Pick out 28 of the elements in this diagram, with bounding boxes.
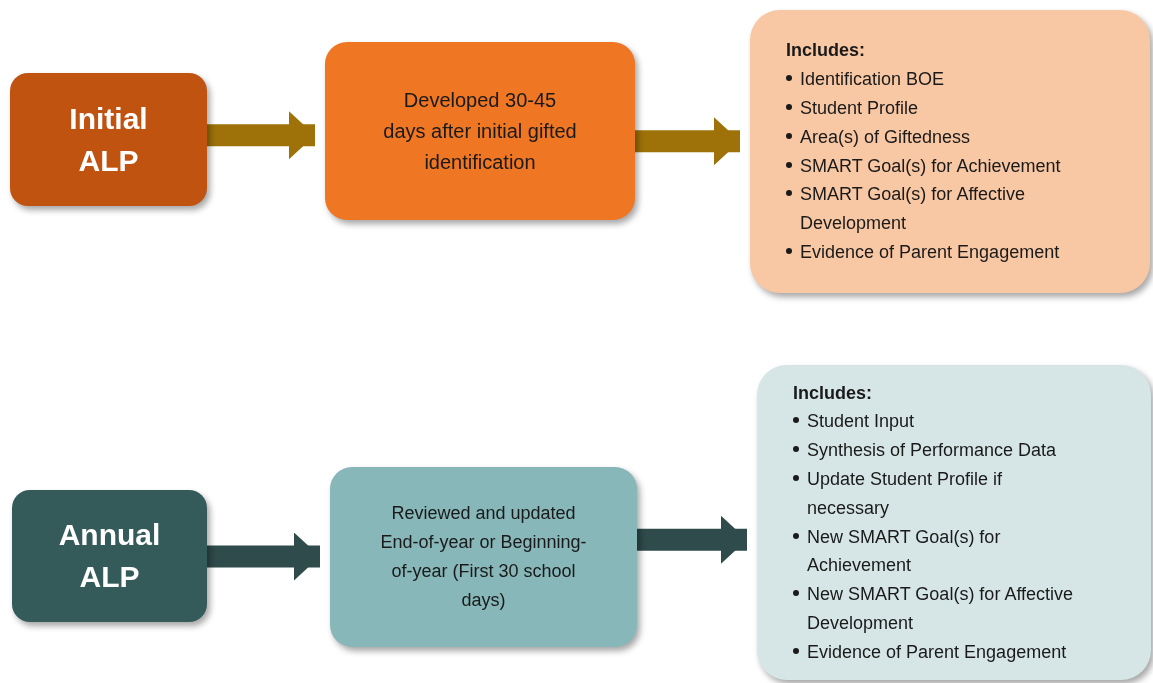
list-item: Student Profile bbox=[786, 93, 1114, 123]
list-item: New SMART Goal(s) for Achievement bbox=[793, 522, 1087, 581]
box-text: Reviewed and updated End-of-year or Beginning-of-year (First 30 school days) bbox=[379, 502, 588, 612]
list-heading: Includes: bbox=[786, 39, 866, 63]
block-arrow bbox=[635, 117, 740, 166]
list-item: SMART Goal(s) for Affective Development bbox=[786, 180, 1114, 238]
list-box bbox=[750, 10, 1150, 293]
box-text: Developed 30-45 days after initial gifted identification bbox=[382, 87, 578, 175]
block-arrow bbox=[207, 532, 320, 581]
list-item: Student Input bbox=[793, 407, 1087, 437]
list-item: Evidence of Parent Engagement bbox=[793, 637, 1087, 667]
list-item: Identification BOE bbox=[786, 65, 1114, 94]
list-item: Area(s) of Giftedness bbox=[786, 122, 1114, 152]
block-arrow bbox=[637, 515, 747, 564]
list-heading: Includes: bbox=[793, 381, 873, 405]
list-item: Update Student Profile if necessary bbox=[793, 464, 1087, 523]
list-item: SMART Goal(s) for Achievement bbox=[786, 151, 1114, 181]
box-text: Initial ALP bbox=[68, 100, 149, 179]
title-box bbox=[12, 490, 207, 622]
list-item: Evidence of Parent Engagement bbox=[786, 237, 1114, 267]
list-item: Synthesis of Performance Data bbox=[793, 436, 1087, 465]
process-box bbox=[325, 42, 635, 220]
title-box bbox=[10, 73, 207, 206]
list-item: New SMART Goal(s) for Affective Development bbox=[793, 580, 1087, 638]
block-arrow bbox=[207, 111, 315, 160]
list-box bbox=[757, 365, 1151, 680]
process-box bbox=[330, 467, 637, 647]
box-text: Annual ALP bbox=[57, 517, 162, 595]
